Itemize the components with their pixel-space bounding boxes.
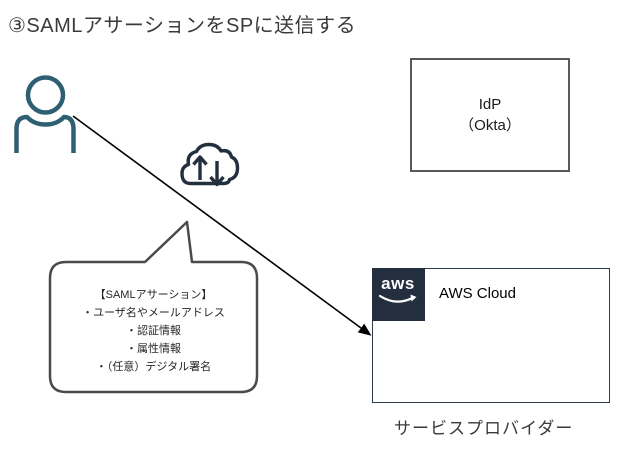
idp-box: IdP （Okta） [410,58,570,172]
bubble-line: ・ユーザ名やメールアドレス [82,307,225,319]
bubble-line: ・認証情報 [126,325,181,337]
bubble-line: 【SAMLアサーション】 [94,289,213,301]
aws-smile-logo-icon: aws [371,267,425,321]
aws-cloud-box: aws AWS Cloud [371,267,610,403]
aws-cloud-label: AWS Cloud [439,285,516,302]
saml-assertion-note: 【SAMLアサーション】 ・ユーザ名やメールアドレス ・認証情報 ・属性情報 ・… [50,286,257,376]
cloud-upload-download-icon [180,142,240,187]
diagram-title: ③SAMLアサーションをSPに送信する [8,15,357,37]
bubble-line: ・属性情報 [126,343,181,355]
bubble-line: ・（任意）デジタル署名 [95,361,212,373]
aws-logo-text: aws [381,273,415,293]
idp-box-subname: （Okta） [459,117,521,134]
aws-smile-arrow [378,294,417,303]
person-icon [14,75,76,153]
service-provider-label: サービスプロバイダー [394,419,574,438]
idp-box-name: IdP [478,96,502,113]
